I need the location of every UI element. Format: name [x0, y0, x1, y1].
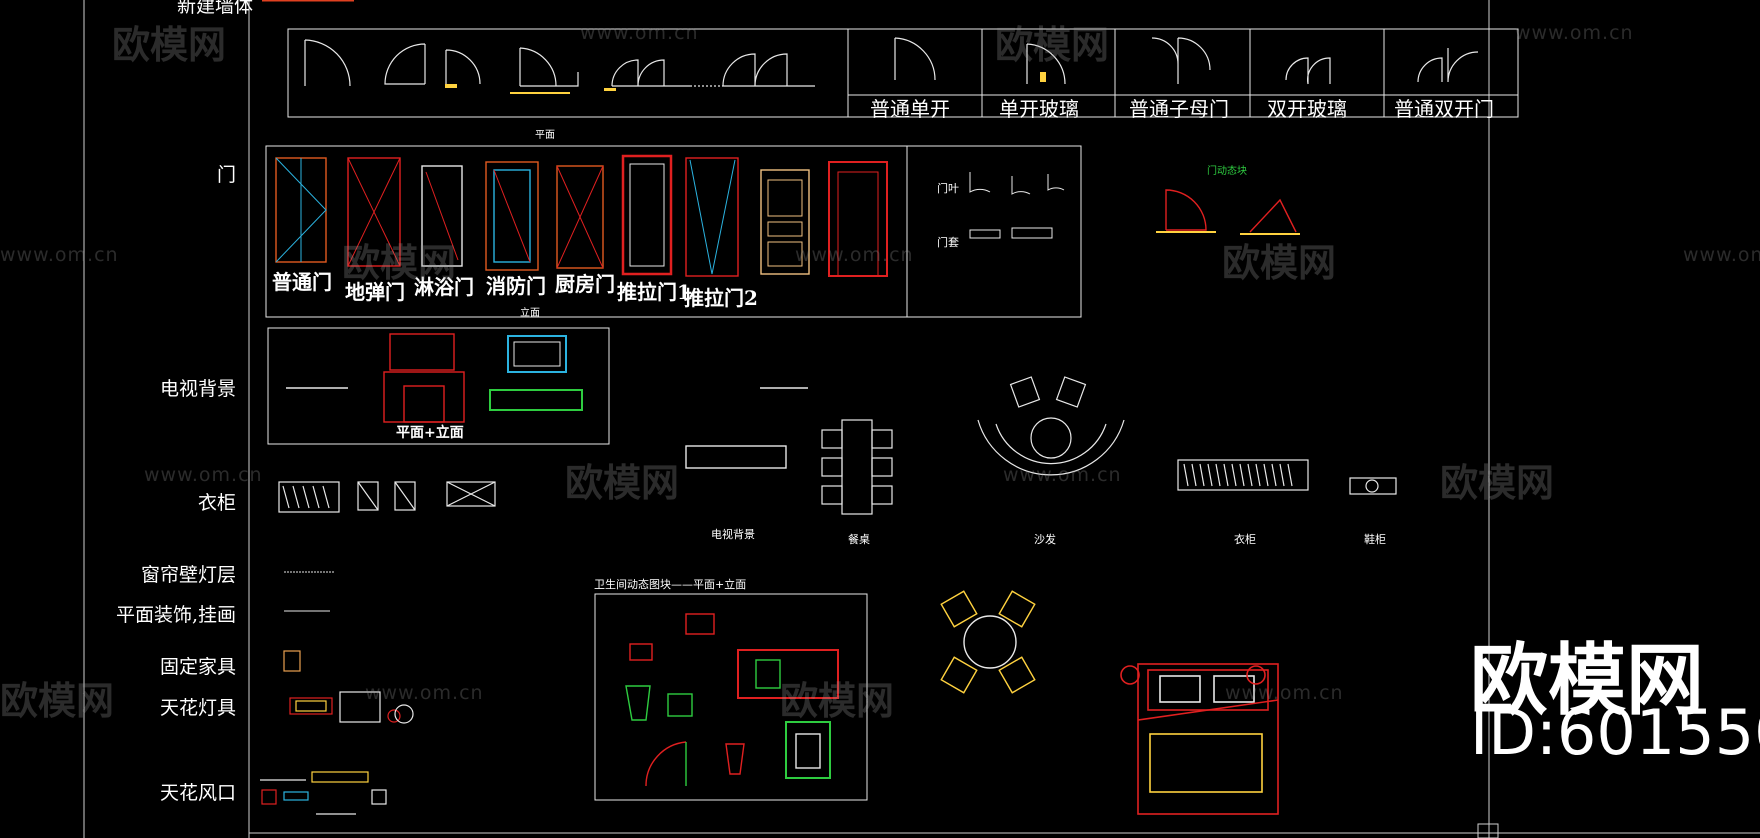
tv-caption: 平面+立面 [396, 425, 464, 441]
door-plan-header: 普通单开 [870, 97, 950, 121]
wardrobe-drawings [278, 459, 1397, 513]
door-plan-header: 普通子母门 [1129, 97, 1229, 121]
bathroom-fixtures [625, 613, 839, 787]
door-dynamic-label: 门动态块 [1207, 166, 1247, 177]
watermark-url: www.om.cn [1003, 464, 1122, 486]
bed-drawing [1120, 663, 1279, 815]
door-elevation-label: 消防门 [486, 274, 546, 298]
door-plan-header: 双开玻璃 [1267, 97, 1347, 121]
door-plan-header: 单开玻璃 [999, 97, 1079, 121]
brand-logo: 欧模网 [1470, 636, 1705, 726]
label-curtain-lamp: 窗帘壁灯层 [140, 564, 236, 586]
furniture-caption: 餐桌 [848, 533, 870, 546]
tv-background-box [267, 327, 610, 445]
door-elevation-label: 普通门 [272, 270, 332, 294]
watermark-brand: 欧模网 [1440, 461, 1555, 505]
watermark-brand: 欧模网 [0, 679, 115, 723]
label-plane-decor: 平面装饰,挂画 [115, 604, 236, 626]
door-leaf-label: 门叶 [937, 182, 959, 195]
door-elevation-label: 厨房门 [555, 272, 615, 296]
fixed-ceiling-symbols [260, 650, 414, 815]
round-table-drawing [940, 590, 1036, 694]
dining-table-drawing [821, 419, 893, 515]
label-tv-background: 电视背景 [159, 378, 236, 400]
watermark-brand: 欧模网 [1222, 241, 1337, 285]
sofa-drawing [977, 376, 1125, 476]
door-elevation-label: 地弹门 [345, 280, 405, 304]
door-leaf-cover-symbols [969, 172, 1065, 239]
watermark-url: www.om.cn [0, 244, 119, 266]
door-plan-accents [445, 72, 1046, 94]
door-plan-caption: 平面 [535, 130, 555, 141]
furniture-caption: 鞋柜 [1364, 533, 1386, 546]
door-elevation-box [265, 145, 1082, 318]
watermark-url: www.om.cn [795, 244, 914, 266]
tv-background-drawings [286, 333, 808, 469]
frame-lines [83, 0, 1760, 838]
watermark-url: www.om.cn [365, 682, 484, 704]
watermark-brand: 欧模网 [995, 23, 1110, 67]
label-ceiling-lamp: 天花灯具 [159, 697, 236, 719]
watermark-brand: 欧模网 [112, 23, 227, 67]
door-elevation-label: 推拉门2 [684, 286, 758, 310]
door-cover-label: 门套 [937, 236, 959, 249]
label-door: 门 [216, 164, 236, 186]
door-dynamic-symbols [1156, 189, 1300, 235]
watermark-url: www.om.cn [144, 464, 263, 486]
curtain-decor-lines [284, 571, 334, 612]
door-plan-table [287, 28, 1519, 118]
door-elevation-label: 淋浴门 [414, 275, 474, 299]
furniture-caption: 衣柜 [1234, 533, 1256, 546]
bathroom-title: 卫生间动态图块——平面+立面 [594, 578, 747, 591]
door-elevation-label: 推拉门1 [617, 280, 691, 304]
door-elevation-caption: 立面 [520, 308, 540, 319]
watermark-brand: 欧模网 [342, 241, 457, 285]
watermark-url: www.om.cn [1225, 682, 1344, 704]
door-plan-header: 普通双开门 [1394, 97, 1494, 121]
watermark-brand: 欧模网 [780, 679, 895, 723]
brand-id: ID:601550 [1470, 696, 1760, 769]
watermark-url: www.om.cn [1515, 22, 1634, 44]
label-fixed-furniture: 固定家具 [159, 656, 236, 678]
label-ceiling-vent: 天花风口 [159, 782, 236, 804]
furniture-caption: 电视背景 [711, 528, 755, 541]
label-wardrobe: 衣柜 [197, 492, 236, 514]
watermark-url: www.om.cn [580, 22, 699, 44]
door-elevation-drawings [275, 154, 888, 277]
bathroom-box [594, 593, 868, 801]
watermark-url: www.om.cn [1683, 244, 1760, 266]
furniture-caption: 沙发 [1034, 533, 1056, 546]
door-swing-symbols [304, 37, 1479, 87]
label-top-cut: 新建墙体 [177, 0, 254, 17]
watermark-brand: 欧模网 [565, 461, 680, 505]
